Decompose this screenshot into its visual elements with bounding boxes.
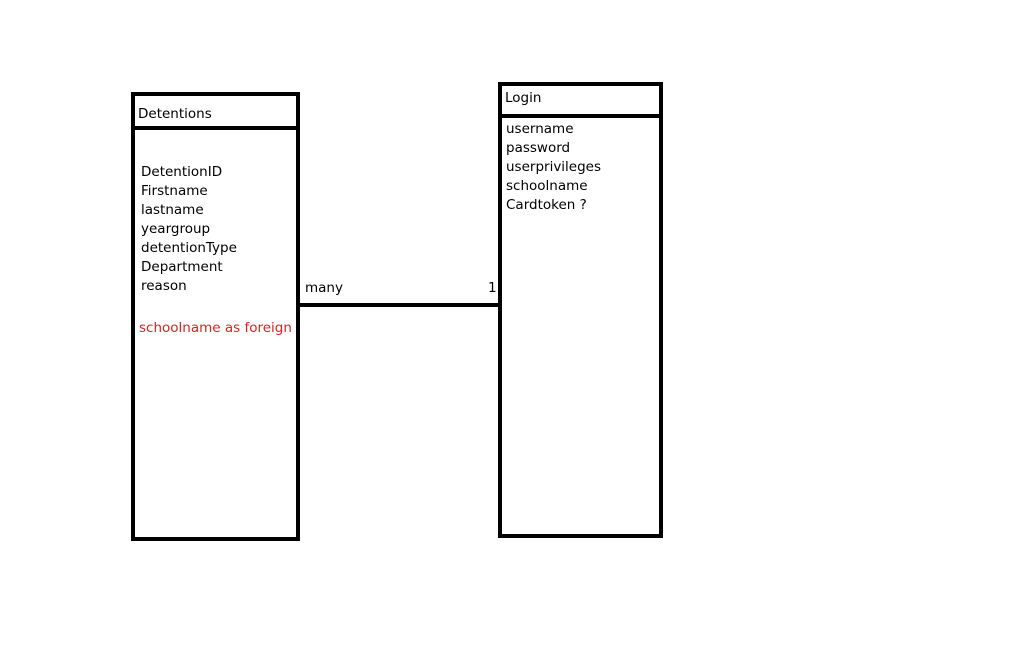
login-entity: Login username password userprivileges s…: [498, 82, 663, 538]
login-attribute-list: username password userprivileges schooln…: [506, 120, 601, 215]
detentions-attribute: yeargroup: [141, 221, 211, 237]
detentions-attribute: DetentionID: [141, 164, 223, 180]
cardinality-many-label: many: [305, 280, 343, 296]
login-title: Login: [505, 90, 542, 106]
detentions-attribute: reason: [141, 278, 187, 294]
detentions-attribute: detentionType: [141, 240, 237, 256]
login-attribute: schoolname: [506, 178, 588, 194]
cardinality-one-label: 1: [488, 280, 497, 296]
detentions-attribute: lastname: [141, 202, 204, 218]
detentions-title: Detentions: [138, 106, 212, 122]
login-attribute: userprivileges: [506, 159, 602, 175]
login-attribute: password: [506, 140, 571, 156]
detentions-header: Detentions: [135, 96, 296, 130]
detentions-entity: Detentions DetentionID Firstname lastnam…: [131, 92, 300, 541]
detentions-attribute-list: DetentionID Firstname lastname yeargroup…: [141, 163, 237, 296]
foreign-key-note: schoolname as foreign: [139, 320, 292, 336]
login-header: Login: [502, 86, 659, 118]
login-attribute: username: [506, 121, 574, 137]
login-attribute: Cardtoken ?: [506, 197, 587, 213]
relationship-line: [300, 303, 502, 307]
detentions-attribute: Department: [141, 259, 223, 275]
detentions-attribute: Firstname: [141, 183, 208, 199]
